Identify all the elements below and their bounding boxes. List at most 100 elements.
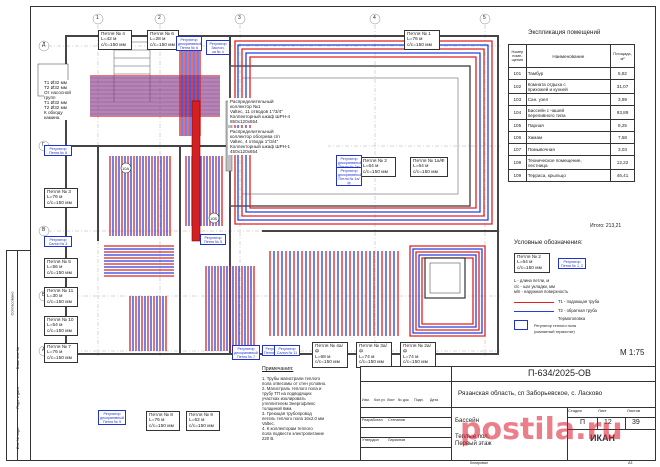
explication-table: Номер поме-щения Наименование Площадь, м…	[508, 44, 635, 182]
regulator-6: Регулятор декоративный Петля № 6	[176, 36, 202, 51]
loop-label-2: Петля № 2 L=64 м c/c=150 мм	[360, 157, 396, 178]
loop-label-7: Петля № 7 L=76 м c/c=150 мм	[44, 343, 78, 364]
loop-label-5: Петля № 5 L=56 м c/c=150 мм	[44, 258, 78, 279]
col-kol: Кол.уч	[374, 398, 385, 402]
legend-loop-sample: Петля № 2 L=64 м c/c=150 мм	[514, 253, 550, 274]
room-number: 101	[508, 67, 527, 80]
room-name: Сан. узел	[525, 93, 612, 106]
legend-supply-line	[514, 302, 554, 303]
scale-label: М 1:75	[620, 348, 645, 357]
loop-label-9: Петля № 9 L=62 м c/c=150 мм	[186, 411, 220, 432]
explication-title: Экспликация помещений	[528, 29, 601, 36]
location: Рязанская область, сп Заборьевское, с. Л…	[458, 390, 603, 397]
loop-label-3a: Петля № 3а/ф L=74 м c/c=150 мм	[356, 342, 392, 368]
regulator-4: Регулятор Заслон- ка № 4	[206, 40, 230, 55]
regulator-1a: Регулятор декоративный Петля № 1а/ф	[336, 167, 362, 186]
loop-label-4a: Петля № 4а/ф L=68 м c/c=150 мм	[312, 342, 348, 368]
room-number: 109	[508, 169, 527, 182]
axis-label-v: В	[42, 227, 46, 233]
loop-label-11: Петля № 11 L=30 м c/c=150 мм	[44, 287, 78, 308]
regulator-8: Регулятор Петля № 8	[44, 145, 72, 156]
developer-name: Степанов	[388, 418, 405, 422]
stage-value: П	[580, 419, 586, 426]
explication-header-area: Площадь, м²	[610, 44, 635, 68]
regulator-7: Регулятор декоративный Петля № 7	[232, 345, 260, 360]
room-area: 46,41	[610, 169, 635, 182]
title-block	[360, 366, 656, 461]
axis-label-b: Б	[42, 292, 45, 299]
format-label: А3	[628, 461, 633, 465]
room-number: 105	[508, 119, 527, 132]
room-name: Парная	[525, 119, 612, 132]
explication-total: Итого: 213,21	[590, 223, 622, 229]
loop-label-8: Петля № 8 L=76 м c/c=150 мм	[146, 411, 180, 432]
regulator-11: Регулятор Салон № 11	[274, 345, 300, 356]
col-list: Лист	[387, 398, 395, 402]
collector-note-1: Распределительный коллектор №1 Valtec, 1…	[228, 98, 328, 125]
explication-header-num: Номер поме-щения	[508, 44, 527, 68]
regulator-3: Регулятор Салон № 3	[44, 236, 72, 247]
legend-return: Т2 - обратная труба	[558, 308, 597, 313]
loop-label-10: Петля № 10 L=54 м c/c=150 мм	[44, 316, 78, 337]
legend-reg-desc: Регулятор теплого пола (комнатный термос…	[534, 324, 577, 334]
axis-label-3: 3	[238, 15, 241, 21]
sheets-value: 39	[632, 419, 640, 426]
axis-label-g: Г	[42, 142, 45, 149]
legend-loop-desc: L - длина петли, м c/c - шаг укладки, мм…	[514, 278, 569, 295]
side-label-agreed: Согласовано	[9, 291, 15, 316]
legend-return-line	[514, 311, 554, 312]
notes-title: Примечания:	[262, 366, 294, 372]
sheets-label: Листов	[627, 408, 640, 413]
regulator-5: Регулятор Петля № 5	[200, 234, 226, 245]
room-area: 7,58	[610, 131, 635, 144]
room-area: 31,07	[610, 79, 635, 94]
sheet-frame	[30, 6, 656, 461]
col-izm: Изм.	[362, 398, 370, 402]
legend-reg-icon	[514, 320, 528, 330]
checker-name: Ларионов	[388, 438, 406, 442]
loop-label-4: Петля № 4 L=42 м c/c=150 мм	[98, 30, 132, 51]
legend-thermostat: Термоголовка	[558, 316, 586, 321]
legend-supply: Т1 - подающая труба	[558, 299, 600, 304]
side-label-inv-orig: Инв. № подл.	[16, 426, 20, 450]
loop-label-2a: Петля № 2а/ф L=74 м c/c=150 мм	[400, 342, 436, 368]
room-name: Хамам	[525, 131, 612, 144]
room-area: 93,89	[610, 105, 635, 120]
room-marker-10b: 10Б	[210, 216, 218, 221]
room-area: 8,25	[610, 119, 635, 132]
loop-label-1: Петля № 1 L=76 м c/c=150 мм	[404, 30, 440, 51]
floor-plan	[37, 13, 500, 357]
axis-label-d: Д	[42, 42, 46, 48]
room-name: Терраса, крыльцо	[525, 169, 612, 182]
axis-label-2: 2	[158, 15, 161, 21]
sheet-name: Теплые пол. Первый этаж	[455, 434, 492, 447]
axis-label-4: 4	[373, 15, 376, 21]
sheet-value: 12	[604, 419, 612, 426]
axis-label-1: 1	[96, 15, 99, 21]
explication-header-name: Наименование	[525, 44, 612, 68]
collector-cabinet	[191, 100, 201, 242]
object-name: Бассейн	[455, 417, 480, 424]
room-name: Тамбур	[525, 67, 612, 80]
side-label-inv: Взам. инв. №	[16, 346, 20, 370]
col-doc: № док.	[398, 398, 410, 402]
side-stamp: Согласовано Взам. инв. № Подп. и дата Ин…	[6, 250, 31, 461]
room-number: 103	[508, 93, 527, 106]
doc-code: П-634/2025-ОВ	[528, 368, 592, 378]
loop-label-6: Петля № 6 L=28 м c/c=150 мм	[147, 30, 179, 51]
legend-title: Условные обозначения:	[514, 239, 583, 246]
pipes-note: Т1 Ø32 мм Т2 Ø32 мм От насосной групп Т1…	[44, 80, 71, 120]
developer-label: Разработал	[362, 418, 383, 422]
axis-label-5: 5	[483, 15, 486, 21]
stage-label: Стадия	[568, 408, 582, 413]
legend-regulator-sample: Регулятор Петля № 1, 2	[558, 258, 586, 269]
room-marker-10a: 10А	[122, 166, 130, 171]
room-name: Помывочная	[525, 143, 612, 156]
loop-label-3: Петля № 3 L=76 м c/c=150 мм	[44, 188, 78, 209]
room-number: 106	[508, 131, 527, 144]
